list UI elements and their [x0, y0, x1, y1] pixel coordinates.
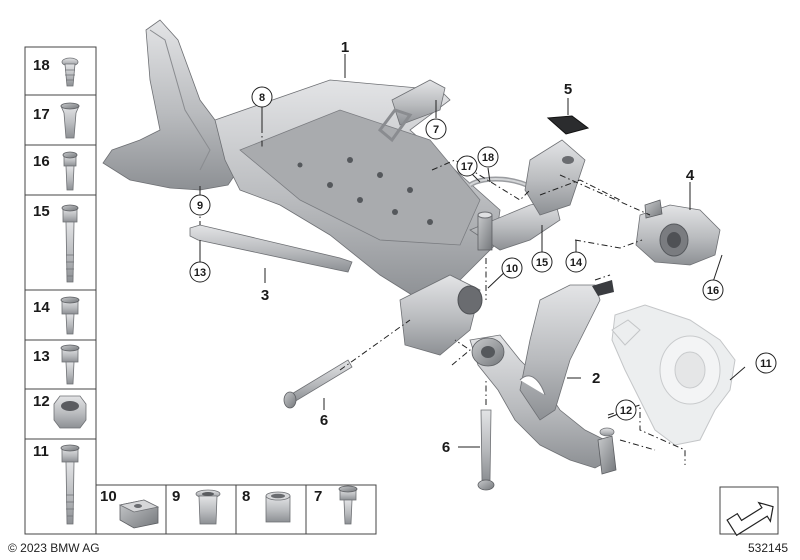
callout-number: 10: [506, 263, 518, 275]
rubber-mount-icon: [118, 499, 160, 529]
legend-number: 16: [33, 153, 50, 170]
legend-item-16: 16: [33, 151, 78, 191]
hex-bolt-icon: [60, 344, 80, 385]
legend-item-11: 11: [33, 443, 80, 525]
callout-15: 14 15: [531, 251, 553, 273]
collar-bolt-icon: [60, 296, 80, 335]
callout-number: 14: [570, 257, 583, 269]
callout-14: 14: [565, 251, 587, 273]
legend-number: 13: [33, 348, 50, 365]
expanding-nut-icon: [60, 102, 80, 139]
callout-number: 16: [707, 285, 719, 297]
legend-left-frame: [24, 46, 97, 440]
legend-item-17: 17: [33, 102, 80, 139]
callout-8: 8: [251, 86, 273, 108]
flanged-bushing-icon: [195, 489, 221, 525]
callout-17: 17: [456, 155, 478, 177]
part-3-strut: [189, 224, 353, 273]
legend-bottom: 10 9 8 7: [95, 484, 377, 535]
legend-item-12: 12: [33, 393, 87, 429]
bolt-6-lower: [477, 409, 495, 491]
legend-left: 18 17 16 15: [24, 46, 97, 535]
bolt-6-upper: [283, 359, 353, 409]
legend-item-13: 13: [33, 344, 80, 385]
small-bolt-icon: [338, 485, 358, 525]
long-hex-bolt-icon: [60, 444, 80, 525]
callout-9: 9: [189, 194, 211, 216]
part-5-pad: [546, 115, 590, 135]
legend-item-18: 18: [33, 57, 79, 87]
callout-6-upper: 6: [320, 412, 328, 429]
callout-16: 16: [702, 279, 724, 301]
legend-number: 18: [33, 57, 50, 74]
part-4-bushing: [635, 199, 721, 266]
legend-number: 17: [33, 106, 50, 123]
callout-13: 13: [189, 261, 211, 283]
diagram-id: 532145: [748, 541, 788, 555]
callout-11: 11: [755, 352, 777, 374]
legend-number: 9: [172, 488, 180, 505]
callout-5: 5: [564, 81, 572, 98]
legend-item-8: 8: [242, 488, 291, 523]
callout-number: 15: [536, 257, 548, 269]
direction-indicator: [719, 486, 779, 537]
legend-number: 8: [242, 488, 250, 505]
callout-number: 8: [259, 92, 265, 104]
callout-3: 3: [261, 287, 269, 304]
callout-12: 12: [615, 399, 637, 421]
legend-number: 14: [33, 299, 50, 316]
callout-number: 11: [760, 358, 772, 370]
callout-18: 18: [477, 146, 499, 168]
short-bolt-icon: [62, 151, 78, 191]
legend-item-7: 7: [314, 485, 358, 525]
callout-6-lower: 6: [442, 439, 450, 456]
legend-number: 12: [33, 393, 50, 410]
callout-number: 17: [461, 161, 473, 173]
copyright-text: © 2023 BMW AG: [8, 541, 100, 555]
legend-item-9: 9: [172, 488, 221, 525]
callout-10: 10: [501, 257, 523, 279]
callout-1: 1: [341, 39, 349, 56]
legend-item-15: 15: [33, 203, 79, 283]
assembly-lines: [199, 127, 686, 465]
direction-arrow-icon: [726, 501, 774, 537]
callout-4: 4: [686, 167, 695, 184]
legend-number: 15: [33, 203, 50, 220]
part-2-wishbone: [469, 280, 617, 475]
right-bracket: [524, 139, 586, 216]
collar-nut-icon: [53, 395, 87, 429]
sleeve-icon: [265, 491, 291, 523]
callout-number: 18: [482, 152, 494, 164]
front-axle-subframe: [102, 19, 561, 356]
legend-number: 10: [100, 488, 117, 505]
tapping-screw-icon: [61, 57, 79, 87]
callout-number: 13: [194, 267, 206, 279]
callout-number: 9: [197, 200, 203, 212]
callout-2: 2: [592, 370, 600, 387]
callout-number: 12: [620, 405, 632, 417]
callouts: 1 2 3 4 5 6 6 7 8 9 10 11 12: [189, 39, 777, 456]
long-bolt-icon: [61, 204, 79, 283]
legend-item-10: 10: [100, 488, 160, 529]
legend-number: 11: [33, 443, 49, 460]
legend-item-14: 14: [33, 296, 80, 335]
part-11-knuckle-ghost: [611, 304, 736, 446]
callout-7: 7: [425, 118, 447, 140]
callout-number: 7: [433, 124, 439, 136]
legend-number: 7: [314, 488, 322, 505]
